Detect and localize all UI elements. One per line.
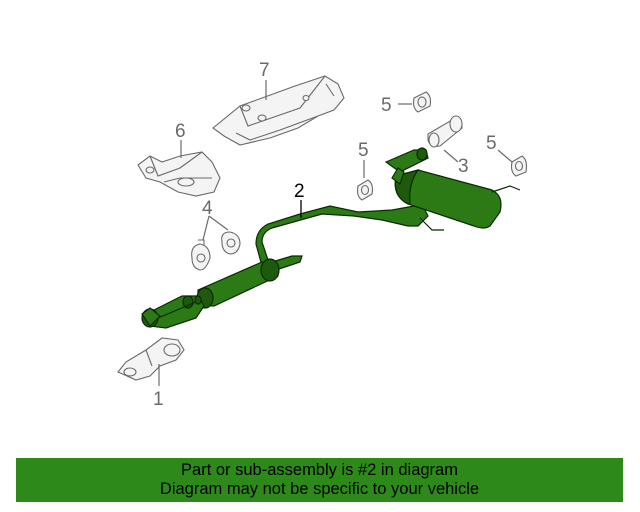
part-5-isolator-right[interactable] xyxy=(510,155,528,177)
part-4-hanger-left[interactable] xyxy=(191,239,211,271)
part-5-isolator-middle[interactable] xyxy=(356,179,374,201)
callout-3-leader xyxy=(443,149,459,163)
callout-4-leader xyxy=(202,215,229,241)
info-banner: Part or sub-assembly is #2 in diagram Di… xyxy=(16,458,623,502)
callout-2: 2 xyxy=(294,181,305,202)
callout-7: 7 xyxy=(259,60,270,81)
callout-5c-leader xyxy=(497,149,513,163)
part-5-isolator-top[interactable] xyxy=(412,91,432,113)
part-7-heat-shield[interactable] xyxy=(212,75,345,146)
callout-5b: 5 xyxy=(358,140,369,161)
callout-1: 1 xyxy=(153,389,164,410)
callout-4: 4 xyxy=(202,198,213,219)
part-1-front-pipe[interactable] xyxy=(117,337,185,381)
banner-line-2: Diagram may not be specific to your vehi… xyxy=(159,480,480,498)
callout-6: 6 xyxy=(175,121,186,142)
part-4-hanger-right[interactable] xyxy=(221,231,241,255)
callout-5c: 5 xyxy=(486,133,497,154)
banner-line-1: Part or sub-assembly is #2 in diagram xyxy=(181,461,458,479)
callout-3: 3 xyxy=(458,156,469,177)
exhaust-diagram: 7 6 4 1 3 5 xyxy=(117,60,528,410)
part-2-exhaust-assembly[interactable] xyxy=(141,147,521,329)
part-6-heat-shield[interactable] xyxy=(137,151,221,197)
callout-5a: 5 xyxy=(381,95,392,116)
part-3-exhaust-tip[interactable] xyxy=(427,115,463,148)
